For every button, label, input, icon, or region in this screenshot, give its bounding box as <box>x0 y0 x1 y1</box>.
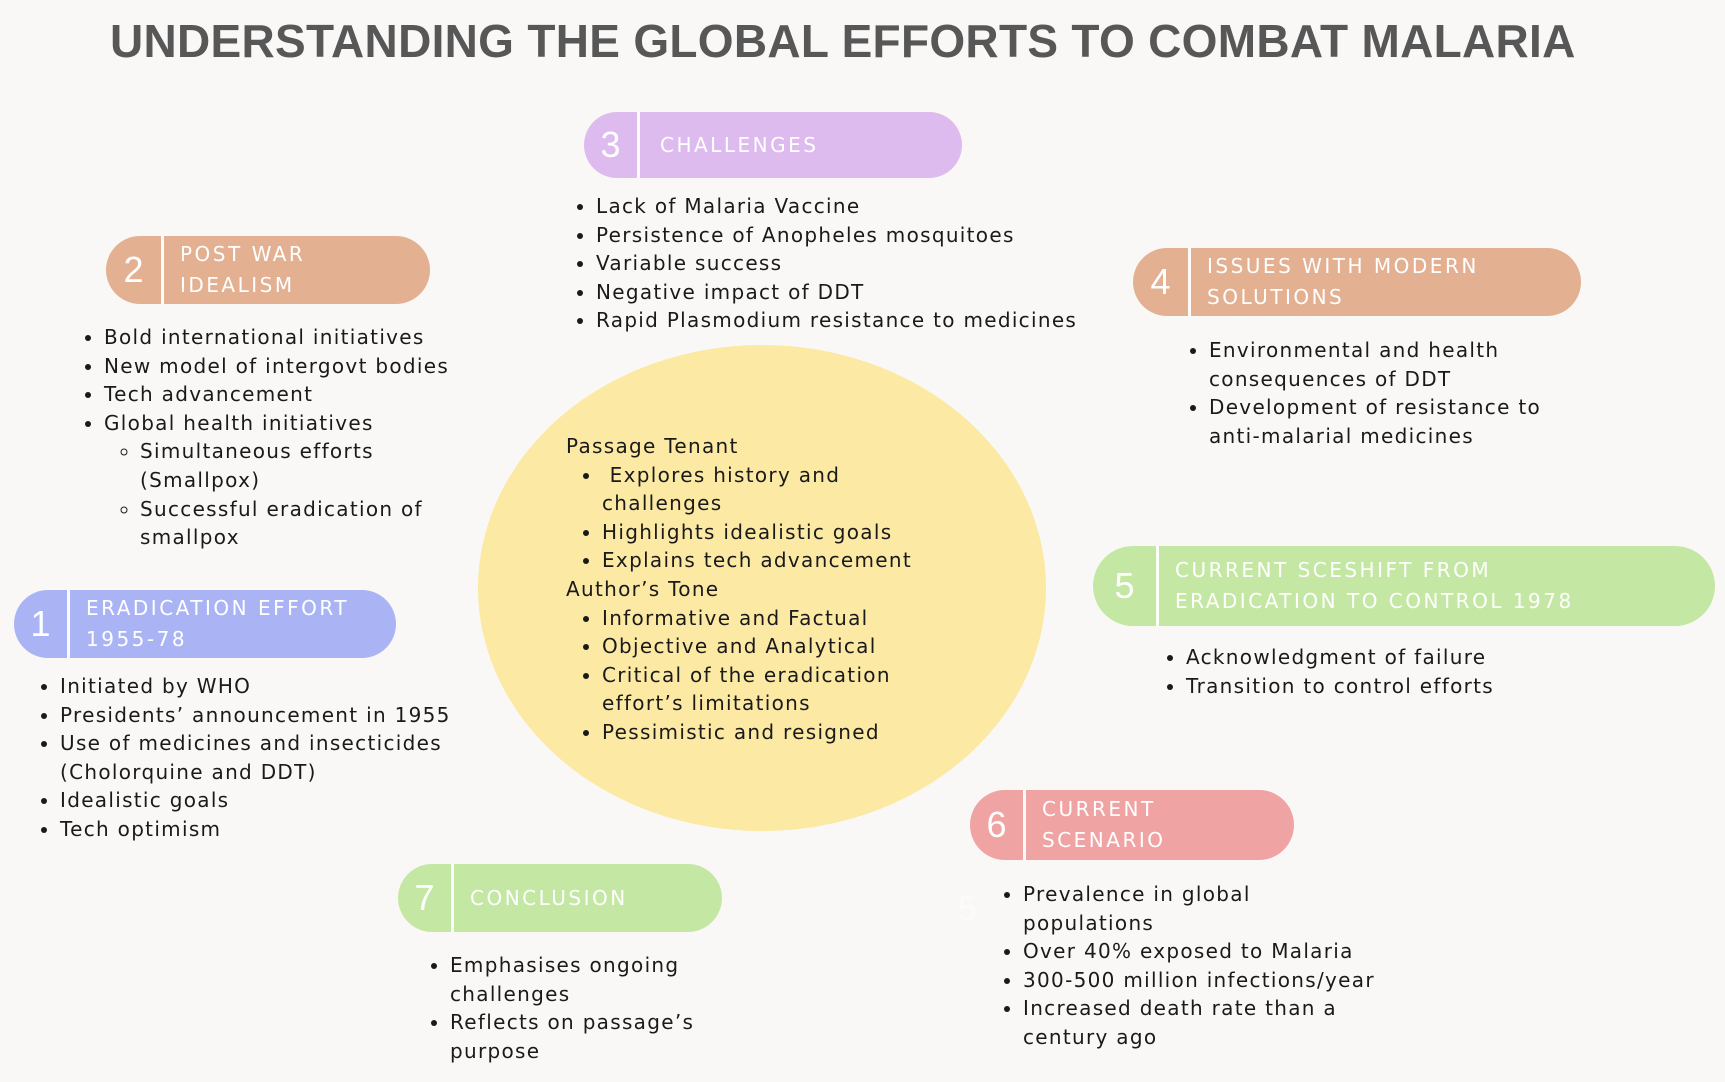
list-item: Tech optimism <box>60 815 500 844</box>
list-item-text: Global health initiatives <box>104 410 374 435</box>
passage-tenant-heading: Passage Tenant <box>566 434 739 458</box>
list-item: Persistence of Anopheles mosquitoes <box>596 221 1156 250</box>
list-item: Objective and Analytical <box>602 632 986 661</box>
authors-tone-heading: Author’s Tone <box>566 576 720 601</box>
list-item: Initiated by WHO <box>60 672 500 701</box>
section-5-bullets: Acknowledgment of failure Transition to … <box>1166 643 1606 700</box>
list-item: Tech advancement <box>104 380 504 409</box>
list-item: Use of medicines and insecticides (Cholo… <box>60 729 480 786</box>
section-1-label: ERADICATION EFFORT 1955-78 <box>86 596 350 651</box>
section-7-bullets: Emphasises ongoing challenges Reflects o… <box>430 951 750 1065</box>
section-6-label: CURRENT SCENARIO <box>1042 797 1166 852</box>
section-1-number: 1 <box>14 590 70 658</box>
section-2-number: 2 <box>106 236 164 304</box>
center-summary: Passage Tenant Explores history and chal… <box>566 432 986 747</box>
list-item: Increased death rate than a century ago <box>1023 994 1363 1051</box>
section-1-header: 1 ERADICATION EFFORT 1955-78 <box>14 590 396 658</box>
center-ellipse <box>478 345 1046 831</box>
section-4-header: 4 ISSUES WITH MODERN SOLUTIONS <box>1133 248 1581 316</box>
list-item: New model of intergovt bodies <box>104 352 504 381</box>
section-2-bullets: Bold international initiatives New model… <box>84 323 504 552</box>
list-item: Critical of the eradication effort’s lim… <box>602 661 932 718</box>
section-7-number: 7 <box>398 864 454 932</box>
list-item: Reflects on passage’s purpose <box>450 1008 725 1065</box>
section-6-header: 6 CURRENT SCENARIO <box>970 790 1294 860</box>
list-item: Explores history and challenges <box>602 461 862 518</box>
list-item: 300-500 million infections/year <box>1023 966 1423 995</box>
section-4-label: ISSUES WITH MODERN SOLUTIONS <box>1207 254 1479 309</box>
section-3-label: CHALLENGES <box>660 132 819 157</box>
list-item: Negative impact of DDT <box>596 278 1156 307</box>
section-3-bullets: Lack of Malaria Vaccine Persistence of A… <box>576 192 1156 335</box>
list-item: Environmental and health consequences of… <box>1209 336 1554 393</box>
list-item: Bold international initiatives <box>104 323 504 352</box>
section-7-label: CONCLUSION <box>470 885 628 910</box>
section-6-bullets: Prevalence in global populations Over 40… <box>1003 880 1423 1052</box>
section-2-header: 2 POST WAR IDEALISM <box>106 236 430 304</box>
list-item: Presidents’ announcement in 1955 <box>60 701 500 730</box>
list-item: Explains tech advancement <box>602 546 986 575</box>
section-5-label: CURRENT SCESHIFT FROM ERADICATION TO CON… <box>1175 558 1574 613</box>
passage-tenant-bullets: Explores history and challenges Highligh… <box>566 461 986 575</box>
faded-number: 5 <box>958 890 977 928</box>
section-7-header: 7 CONCLUSION <box>398 864 722 932</box>
authors-tone-bullets: Informative and Factual Objective and An… <box>566 604 986 747</box>
list-item: Highlights idealistic goals <box>602 518 986 547</box>
list-item: Global health initiatives Simultaneous e… <box>104 409 504 552</box>
list-item: Acknowledgment of failure <box>1186 643 1606 672</box>
section-4-bullets: Environmental and health consequences of… <box>1189 336 1554 450</box>
list-item: Development of resistance to anti-malari… <box>1209 393 1554 450</box>
section-5-header: 5 CURRENT SCESHIFT FROM ERADICATION TO C… <box>1093 546 1715 626</box>
list-item: Emphasises ongoing challenges <box>450 951 710 1008</box>
section-4-number: 4 <box>1133 248 1191 316</box>
list-item: Pessimistic and resigned <box>602 718 986 747</box>
list-item: Lack of Malaria Vaccine <box>596 192 1156 221</box>
list-item: Prevalence in global populations <box>1023 880 1293 937</box>
list-item: Over 40% exposed to Malaria <box>1023 937 1423 966</box>
section-2-sub-bullets: Simultaneous efforts (Smallpox) Successf… <box>104 437 504 551</box>
page-title: UNDERSTANDING THE GLOBAL EFFORTS TO COMB… <box>110 15 1576 67</box>
list-item: Idealistic goals <box>60 786 500 815</box>
sub-list-item: Simultaneous efforts (Smallpox) <box>140 437 430 494</box>
section-5-number: 5 <box>1093 546 1159 626</box>
list-item: Informative and Factual <box>602 604 986 633</box>
section-3-header: 3 CHALLENGES <box>584 112 962 178</box>
section-3-number: 3 <box>584 112 640 178</box>
list-item: Variable success <box>596 249 1156 278</box>
list-item: Rapid Plasmodium resistance to medicines <box>596 306 1156 335</box>
section-6-number: 6 <box>970 790 1026 860</box>
sub-list-item: Successful eradication of smallpox <box>140 495 470 552</box>
section-2-label: POST WAR IDEALISM <box>180 242 306 297</box>
list-item: Transition to control efforts <box>1186 672 1606 701</box>
section-1-bullets: Initiated by WHO Presidents’ announcemen… <box>40 672 500 844</box>
